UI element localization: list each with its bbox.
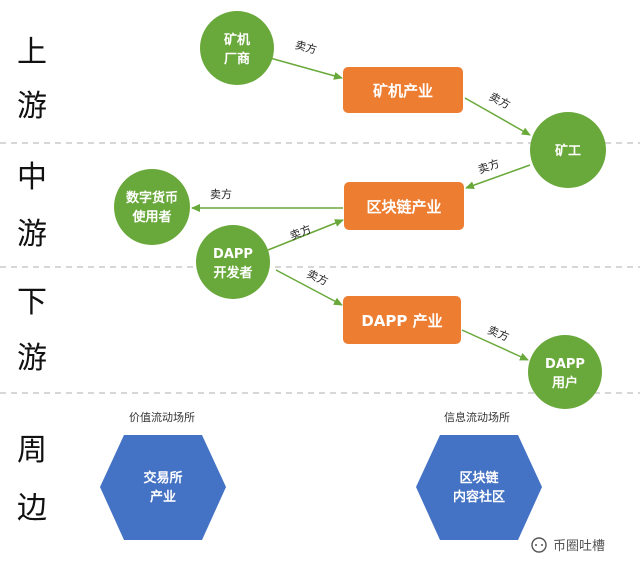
node-dapp-developer-line-2: 开发者 [213, 265, 252, 281]
watermark-text: 币圈吐槽 [553, 539, 605, 554]
node-miner-vendor: 矿机 厂商 [200, 11, 274, 85]
box-dapp-industry: DAPP 产业 [343, 296, 461, 344]
node-dapp-developer-line-1: DAPP [213, 247, 253, 262]
watermark: 币圈吐槽 [531, 537, 605, 554]
hexagon-exchange-line-1: 交易所 [143, 470, 182, 486]
caption-info-flow: 信息流动场所 [444, 410, 510, 424]
node-coin-user: 数字货币 使用者 [114, 169, 190, 245]
caption-value-flow: 价值流动场所 [129, 410, 195, 424]
edge-label-dapp-dev-industry-seller: 卖方 [305, 266, 331, 288]
box-blockchain-industry-label: 区块链产业 [366, 198, 441, 216]
hexagon-community-line-2: 内容社区 [453, 489, 505, 505]
box-dapp-industry-label: DAPP 产业 [361, 312, 442, 330]
node-coin-user-line-2: 使用者 [131, 209, 171, 225]
node-miner-vendor-line-1: 矿机 [224, 32, 250, 48]
edge-label-dapp-industry-seller: 卖方 [486, 323, 512, 344]
arrow-dapp-dev-to-blockchain-industry [267, 219, 344, 251]
node-miner-vendor-line-2: 厂商 [224, 51, 250, 67]
node-miner: 矿工 [530, 112, 606, 188]
edge-label-vendor-seller: 卖方 [294, 38, 319, 57]
edge-label-dapp-dev-blockchain-seller: 卖方 [288, 222, 314, 243]
node-coin-user-line-1: 数字货币 [126, 190, 178, 206]
edge-label-blockchain-seller: 卖方 [210, 187, 232, 201]
stage-upstream-char-1: 上 [17, 35, 47, 70]
edge-label-miner-seller: 卖方 [476, 156, 501, 177]
stage-midstream-char-2: 游 [17, 217, 47, 252]
node-dapp-developer: DAPP 开发者 [196, 225, 270, 299]
hexagon-exchange-line-2: 产业 [150, 489, 176, 505]
arrow-miner-to-blockchain-industry [465, 164, 531, 190]
stage-periphery-char-1: 周 [17, 433, 47, 468]
arrow-dapp-industry-to-dapp-user [461, 329, 529, 361]
hexagon-blockchain-community: 区块链 内容社区 [416, 435, 542, 540]
stage-upstream-char-2: 游 [17, 89, 47, 124]
box-blockchain-industry: 区块链产业 [344, 182, 464, 230]
node-dapp-user-line-1: DAPP [545, 357, 585, 372]
stage-midstream-char-1: 中 [17, 160, 47, 195]
hexagon-community-line-1: 区块链 [459, 470, 499, 486]
edge-label-miner-industry-seller: 卖方 [487, 89, 513, 112]
hexagon-exchange-industry: 交易所 产业 [100, 435, 226, 540]
arrow-miner-industry-to-miner [464, 97, 531, 136]
node-dapp-user-line-2: 用户 [551, 375, 578, 391]
arrow-dapp-dev-to-dapp-industry [275, 269, 343, 306]
node-miner-label: 矿工 [555, 143, 581, 159]
chat-bubble-icon [531, 537, 547, 553]
stage-downstream-char-1: 下 [17, 285, 47, 320]
stage-downstream-char-2: 游 [17, 341, 47, 376]
stage-periphery-char-2: 边 [17, 491, 47, 526]
box-miner-industry: 矿机产业 [343, 67, 463, 113]
node-dapp-user: DAPP 用户 [528, 335, 602, 409]
arrow-vendor-to-miner-industry [269, 57, 343, 80]
box-miner-industry-label: 矿机产业 [373, 82, 433, 100]
